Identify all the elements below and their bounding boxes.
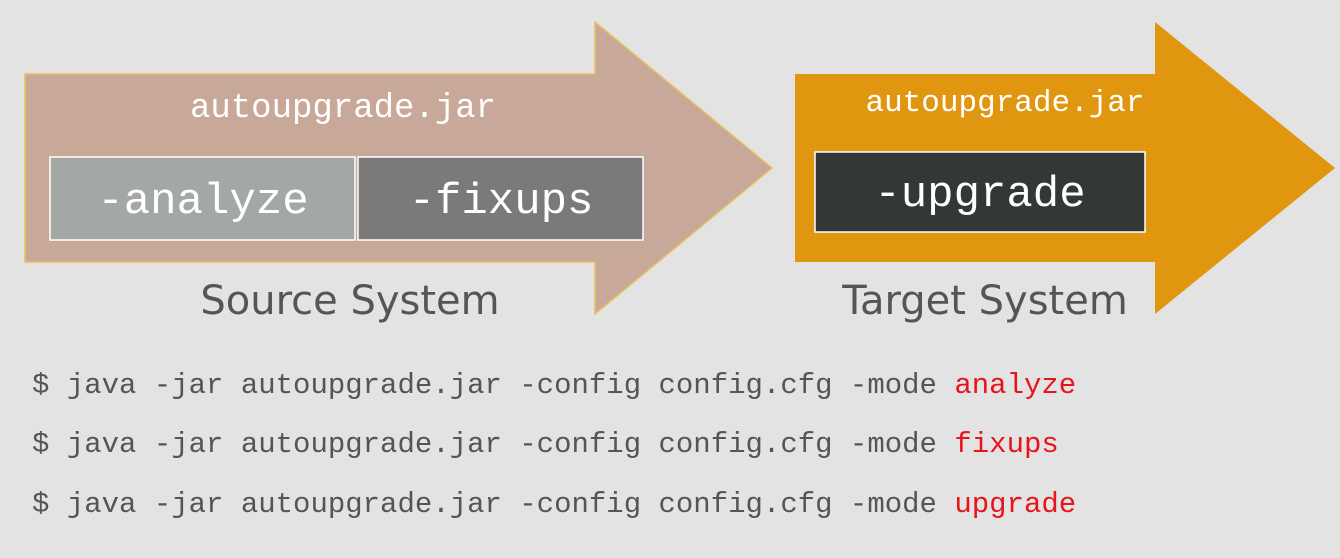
target-system-label: Target System [841,278,1128,324]
upgrade-box [814,151,1146,233]
fixups-label: -fixups [409,177,594,227]
command-line-fixups: $ java -jar autoupgrade.jar -config conf… [32,427,1059,463]
command-mode: fixups [954,428,1059,461]
command-mode: analyze [954,369,1077,402]
target-jar-label: autoupgrade.jar [865,86,1144,121]
command-line-analyze: $ java -jar autoupgrade.jar -config conf… [32,368,1076,404]
command-prefix: $ java -jar autoupgrade.jar -config conf… [32,428,955,461]
command-prefix: $ java -jar autoupgrade.jar -config conf… [32,369,955,402]
analyze-label: -analyze [97,177,308,227]
analyze-box [49,156,356,241]
command-prefix: $ java -jar autoupgrade.jar -config conf… [32,488,955,521]
source-jar-label: autoupgrade.jar [190,90,496,128]
command-line-upgrade: $ java -jar autoupgrade.jar -config conf… [32,487,1076,523]
upgrade-label: -upgrade [874,170,1085,220]
source-system-label: Source System [200,278,499,324]
command-mode: upgrade [954,488,1077,521]
fixups-box [357,156,644,241]
